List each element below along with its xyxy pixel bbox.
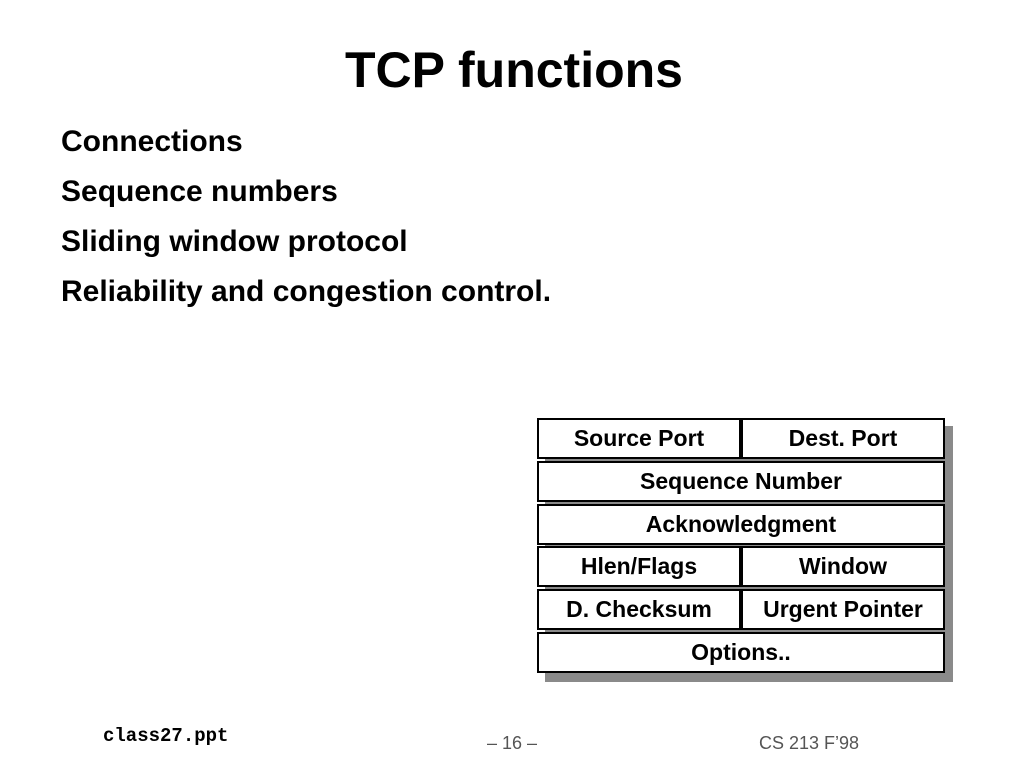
bullet-item: Reliability and congestion control. [61,275,552,308]
bullet-list: Connections Sequence numbers Sliding win… [61,118,551,318]
field-sequence-number: Sequence Number [537,461,945,502]
slide-title: TCP functions [345,42,683,98]
field-dest-port: Dest. Port [741,418,945,459]
header-row: Source Port Dest. Port [537,418,945,459]
field-source-port: Source Port [537,418,741,459]
field-checksum: D. Checksum [537,589,741,630]
header-row: Sequence Number [537,461,945,502]
tcp-header-diagram: Source Port Dest. Port Sequence Number A… [537,418,953,682]
field-options: Options.. [537,632,945,673]
header-row: D. Checksum Urgent Pointer [537,589,945,630]
footer-course: CS 213 F’98 [759,733,860,753]
footer-page-number: – 16 – [486,733,538,753]
footer-filename: class27.ppt [103,725,229,747]
field-window: Window [741,546,945,587]
bullet-item: Sliding window protocol [61,225,408,258]
bullet-item: Connections [61,125,243,158]
header-row: Hlen/Flags Window [537,546,945,587]
field-hlen-flags: Hlen/Flags [537,546,741,587]
field-acknowledgment: Acknowledgment [537,504,945,545]
bullet-item: Sequence numbers [61,175,338,208]
field-urgent-pointer: Urgent Pointer [741,589,945,630]
header-row: Options.. [537,632,945,673]
header-row: Acknowledgment [537,504,945,545]
